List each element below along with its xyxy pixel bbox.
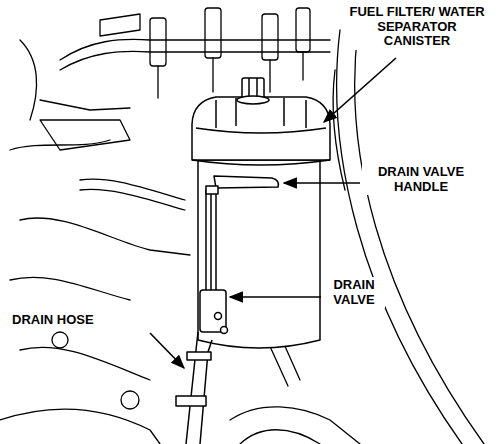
hose-clamp xyxy=(176,396,206,406)
part-label: DRAIN VALVE HANDLE xyxy=(362,164,480,195)
leader-arrow xyxy=(324,58,396,122)
bolt xyxy=(52,332,68,348)
injector-fitting xyxy=(205,8,221,58)
sight-tube xyxy=(206,190,216,298)
fuel-line xyxy=(158,52,303,98)
fuel-filter-canister xyxy=(176,78,330,444)
leader-arrow xyxy=(230,296,321,298)
part-label: DRAIN HOSE xyxy=(10,312,96,329)
engine-outline xyxy=(0,409,160,444)
drain-hose xyxy=(186,332,212,444)
bolt-flat xyxy=(249,78,257,98)
hose xyxy=(333,70,345,190)
washer xyxy=(237,96,269,104)
canister-cap xyxy=(192,97,330,160)
part-label: FUEL FILTER/ WATER SEPARATOR CANISTER xyxy=(346,4,488,50)
engine-outline xyxy=(230,407,360,444)
hose xyxy=(80,179,185,210)
bracket xyxy=(40,120,130,150)
injector-fitting xyxy=(296,8,310,52)
part-label: DRAIN VALVE xyxy=(323,277,385,308)
canister-body xyxy=(198,160,320,348)
injector-fitting xyxy=(150,18,166,66)
engine-background xyxy=(0,8,484,444)
fuel-line xyxy=(60,39,330,60)
fuel-line xyxy=(60,51,330,70)
bolt xyxy=(121,391,139,409)
drain-valve xyxy=(200,290,226,332)
engine-wire xyxy=(10,40,130,150)
screw xyxy=(221,327,228,334)
sight-tube-line xyxy=(210,192,212,296)
engine-outline xyxy=(10,277,150,380)
leader-arrow xyxy=(284,182,360,184)
handle-pivot xyxy=(206,186,218,194)
leader-arrow xyxy=(150,333,184,368)
leader-arrows xyxy=(150,58,396,368)
engine-wire xyxy=(20,218,190,255)
hose-clamp xyxy=(187,352,211,360)
connector-plug xyxy=(100,14,140,36)
drain-valve-handle xyxy=(214,176,278,188)
injector-fitting xyxy=(262,14,278,60)
center-bolt xyxy=(242,78,264,98)
coolant-hose xyxy=(355,30,484,444)
cap-seam xyxy=(192,160,330,165)
screw xyxy=(215,313,222,320)
